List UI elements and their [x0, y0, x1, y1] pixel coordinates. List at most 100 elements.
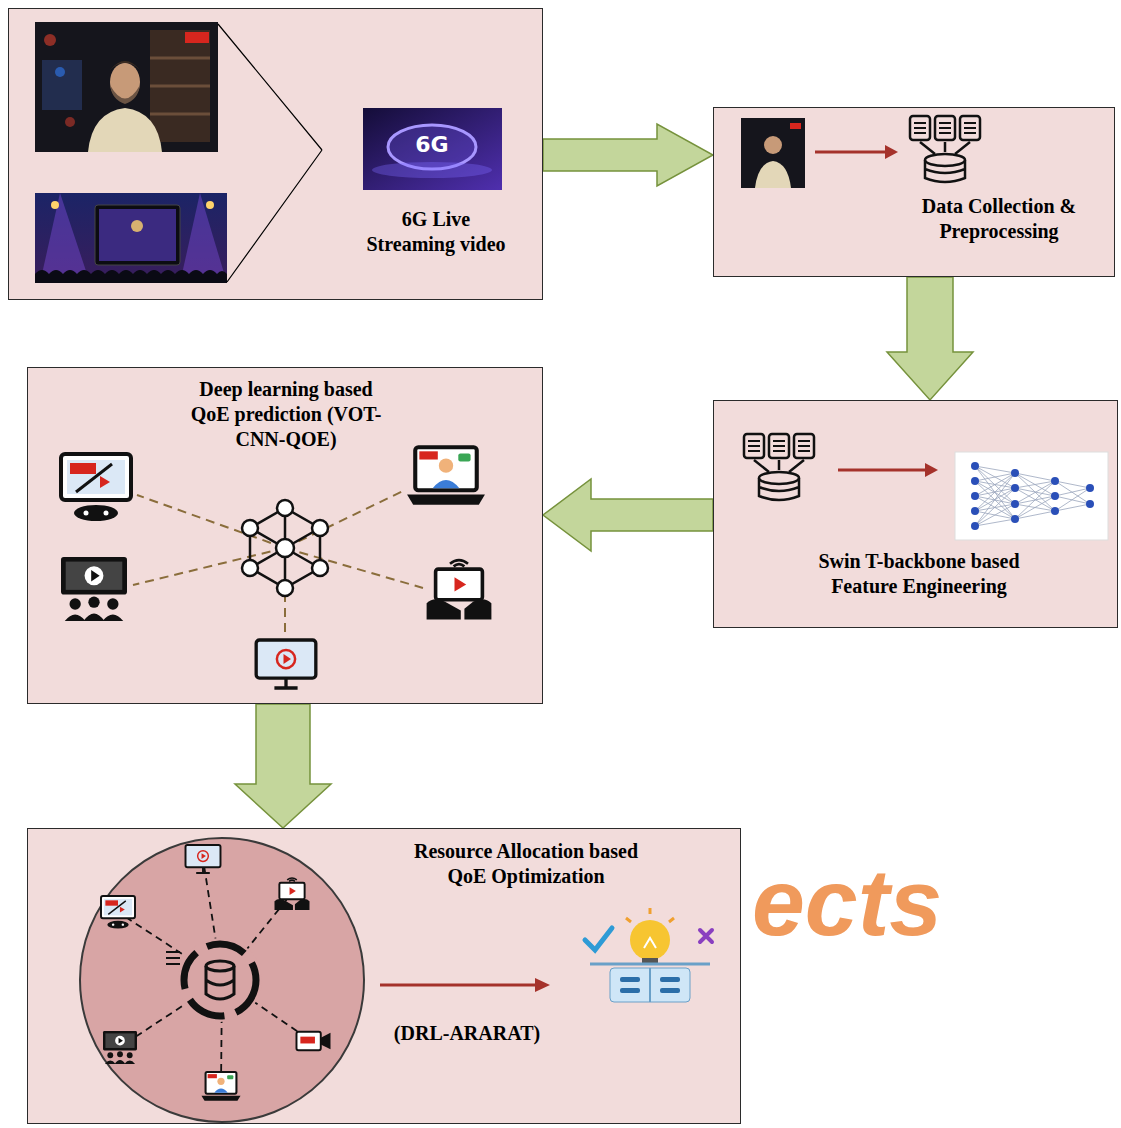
database-icon	[910, 116, 980, 182]
method-name: (DRL-ARARAT)	[379, 1021, 555, 1046]
red-arrow	[815, 151, 885, 154]
neural-network-image	[1011, 515, 1019, 523]
red-arrow	[815, 145, 898, 159]
central-database-icon	[166, 938, 262, 1022]
network-graph-icon	[242, 500, 328, 596]
resource-circle	[80, 838, 364, 1122]
source-photo	[764, 136, 782, 154]
red-arrow	[838, 469, 925, 472]
decision-bulb-icon	[649, 968, 651, 1002]
central-database-icon	[166, 952, 180, 964]
streaming-icon	[61, 454, 131, 521]
converging-line	[218, 24, 322, 282]
decision-bulb-icon	[626, 908, 674, 922]
network-graph-icon	[242, 560, 258, 576]
streamer-photo	[44, 34, 56, 46]
neural-network-image	[1051, 492, 1059, 500]
concert-photo	[35, 193, 227, 283]
dashed-link	[118, 859, 313, 1088]
streaming-icon	[186, 845, 221, 873]
decision-bulb-icon	[700, 930, 712, 942]
streaming-icon	[407, 447, 485, 504]
red-arrow	[838, 463, 938, 477]
central-database-icon	[178, 938, 262, 1022]
streamer-photo	[65, 117, 75, 127]
dashed-link	[133, 490, 423, 635]
database-icon	[744, 434, 814, 500]
concert-photo	[180, 193, 227, 283]
streamer-photo	[35, 22, 218, 152]
red-arrow	[380, 978, 550, 992]
network-graph-icon	[277, 500, 293, 516]
neural-network-image	[971, 522, 979, 530]
neural-network-image	[1086, 500, 1094, 508]
network-graph-icon	[277, 580, 293, 596]
concert-photo	[35, 270, 227, 283]
neural-network-image	[1051, 477, 1059, 485]
streamer-photo	[150, 30, 210, 142]
neural-network-image	[971, 462, 1094, 530]
neural-network-image	[955, 452, 1108, 540]
concert-photo	[95, 205, 180, 265]
neural-network-image	[955, 452, 1108, 540]
streaming-icon	[296, 1032, 330, 1050]
streaming-icon	[101, 845, 330, 1101]
network-graph-icon	[242, 520, 258, 536]
neural-network-image	[1011, 484, 1019, 492]
central-database-icon	[184, 944, 256, 1016]
database-icon	[744, 434, 814, 500]
network-graph-icon	[250, 508, 320, 588]
red-arrow	[535, 978, 550, 992]
red-arrow	[885, 145, 898, 159]
network-6g-image	[372, 162, 492, 178]
neural-network-image	[1011, 469, 1019, 477]
concert-photo	[99, 209, 176, 261]
source-photo	[790, 123, 801, 129]
network-graph-icon	[242, 500, 328, 596]
streaming-icon	[61, 447, 491, 688]
concert-photo	[51, 201, 59, 209]
decision-bulb-icon	[585, 908, 712, 1002]
network-6g-image	[363, 108, 502, 190]
decision-bulb-icon	[620, 977, 680, 993]
streamer-photo	[35, 22, 218, 152]
concert-photo	[35, 193, 227, 283]
streamer-photo	[88, 108, 162, 152]
network-graph-icon	[250, 508, 320, 588]
neural-network-image	[1086, 484, 1094, 492]
decision-bulb-icon	[660, 988, 680, 993]
streaming-icon	[256, 640, 316, 688]
database-icon	[910, 116, 980, 182]
streaming-icon	[201, 1072, 240, 1101]
source-photo	[741, 118, 805, 188]
streamer-photo	[55, 67, 65, 77]
streamer-photo	[185, 32, 209, 43]
decision-bulb-icon	[620, 977, 640, 982]
converging-line	[218, 24, 322, 282]
central-database-icon	[206, 966, 234, 999]
concert-photo	[206, 201, 214, 209]
streaming-icon	[103, 1031, 137, 1064]
neural-network-image	[971, 492, 979, 500]
source-photo	[755, 161, 791, 188]
decision-bulb-icon	[630, 920, 670, 960]
streamer-photo	[110, 85, 140, 104]
decision-bulb-icon	[644, 938, 656, 948]
network-graph-icon	[312, 560, 328, 576]
concert-photo	[40, 193, 90, 283]
neural-network-image	[975, 466, 1090, 526]
central-database-icon	[206, 961, 234, 971]
decision-bulb-icon	[620, 988, 640, 993]
streaming-icon	[61, 557, 127, 621]
decision-bulb-icon	[610, 968, 690, 1002]
streamer-photo	[150, 58, 210, 114]
panel-title: Resource Allocation based QoE Optimizati…	[412, 839, 640, 889]
network-graph-icon	[276, 539, 294, 557]
neural-network-image	[971, 477, 979, 485]
flow-arrow	[543, 479, 713, 551]
network-6g-image	[363, 108, 502, 190]
dashed-link	[133, 490, 423, 635]
decision-bulb-icon	[590, 963, 710, 966]
neural-network-image	[971, 462, 979, 470]
